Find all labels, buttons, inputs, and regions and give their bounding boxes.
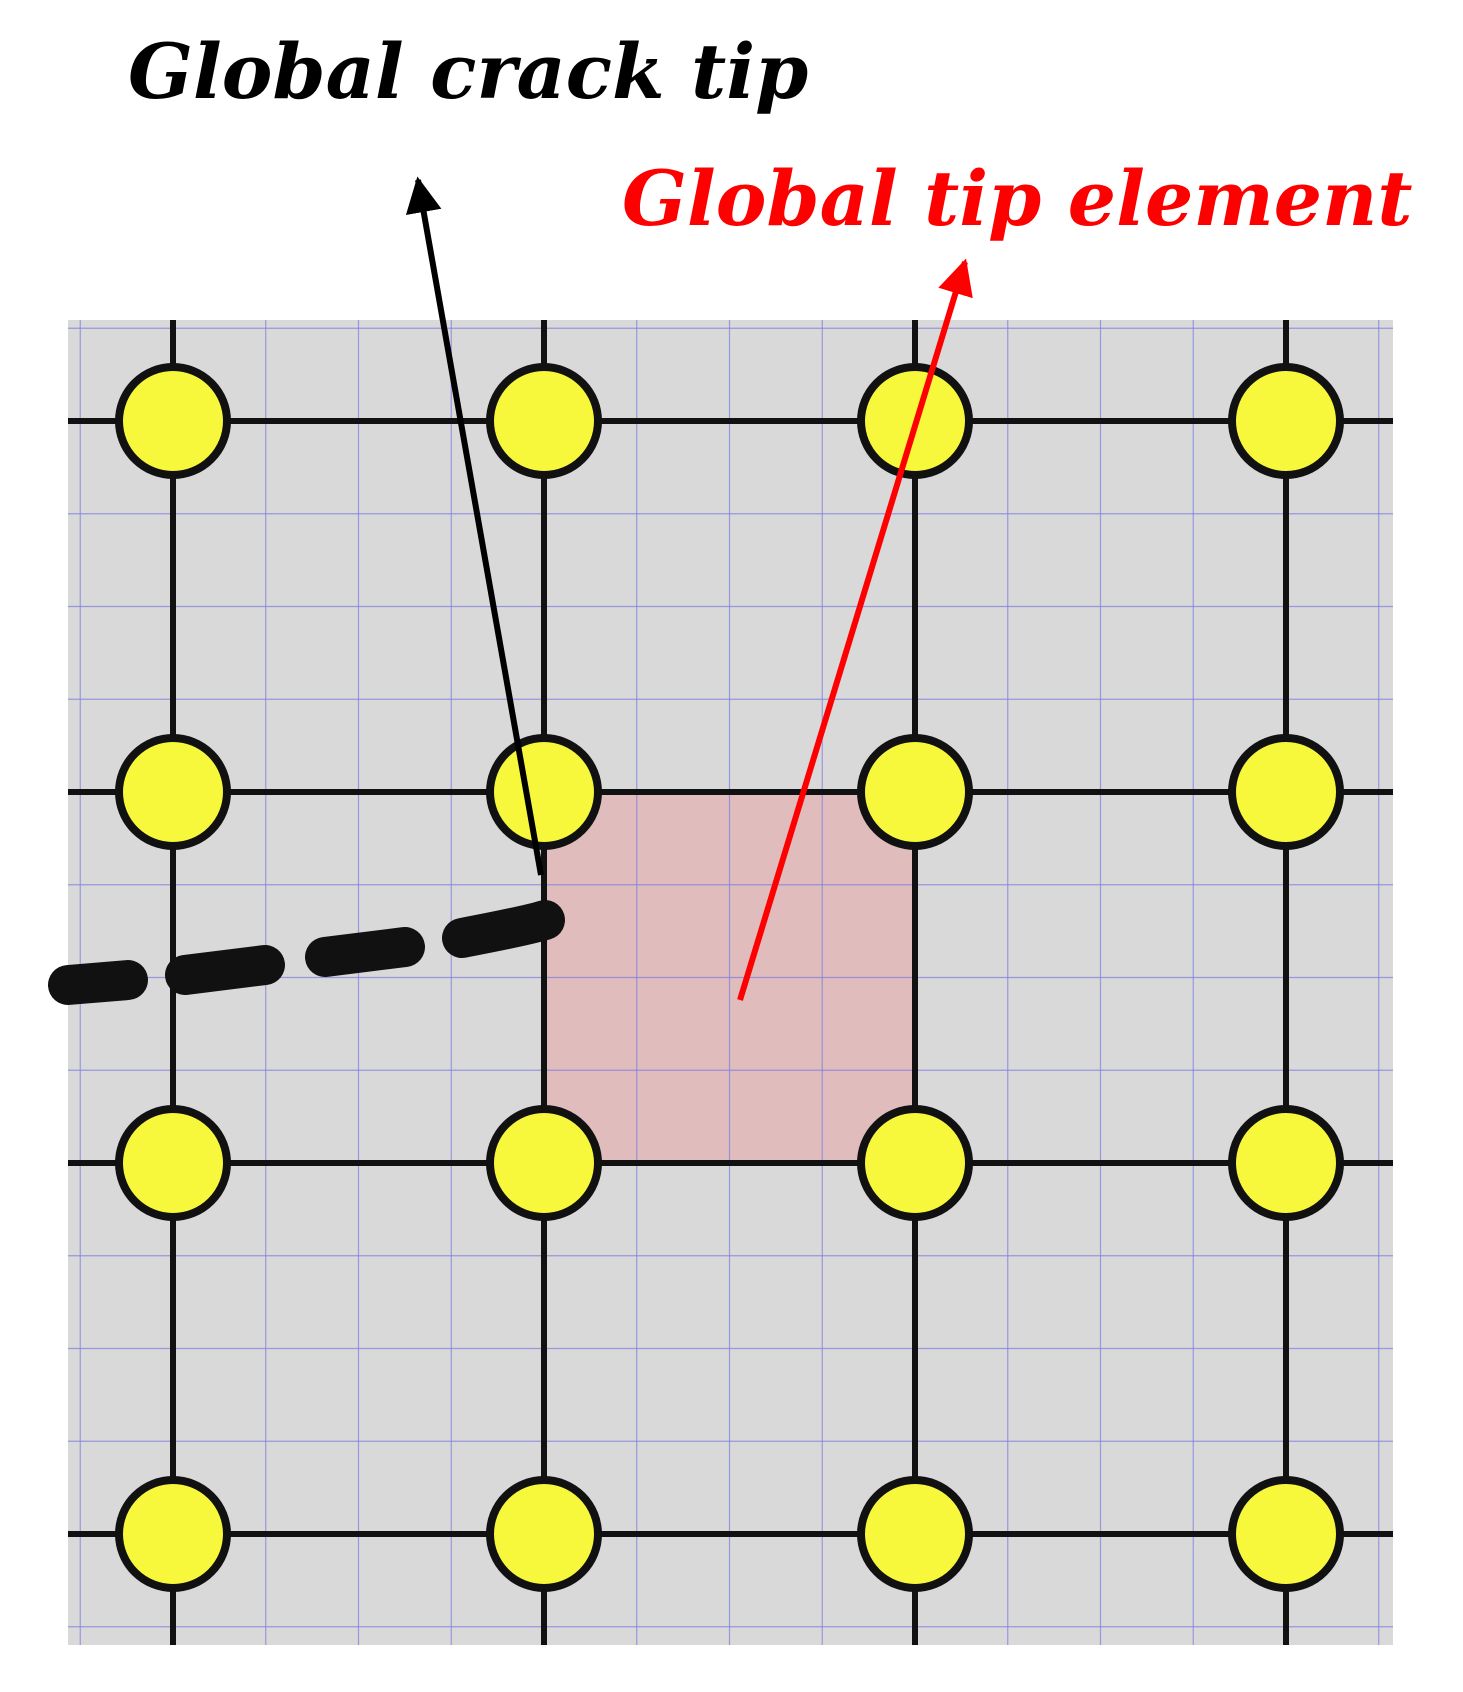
crack-tip-arrow (405, 176, 544, 876)
mesh-node (1228, 734, 1344, 850)
crack-tip-label: Global crack tip (128, 27, 808, 116)
mesh-node (486, 1476, 602, 1592)
mesh-node (115, 1105, 231, 1221)
mesh-node (857, 1105, 973, 1221)
crack-path (48, 900, 565, 1005)
mesh-node (115, 734, 231, 850)
mesh-node (115, 363, 231, 479)
mesh-node (857, 734, 973, 850)
mesh-nodes (115, 363, 1344, 1592)
mesh-node (115, 1476, 231, 1592)
mesh-node (486, 363, 602, 479)
mesh-node (486, 734, 602, 850)
mesh-node (1228, 1476, 1344, 1592)
mesh-node (1228, 363, 1344, 479)
mesh-node (857, 1476, 973, 1592)
tip-element-label: Global tip element (622, 154, 1412, 243)
mesh-node (1228, 1105, 1344, 1221)
mesh-node (486, 1105, 602, 1221)
tip-element-arrow (737, 258, 973, 1001)
